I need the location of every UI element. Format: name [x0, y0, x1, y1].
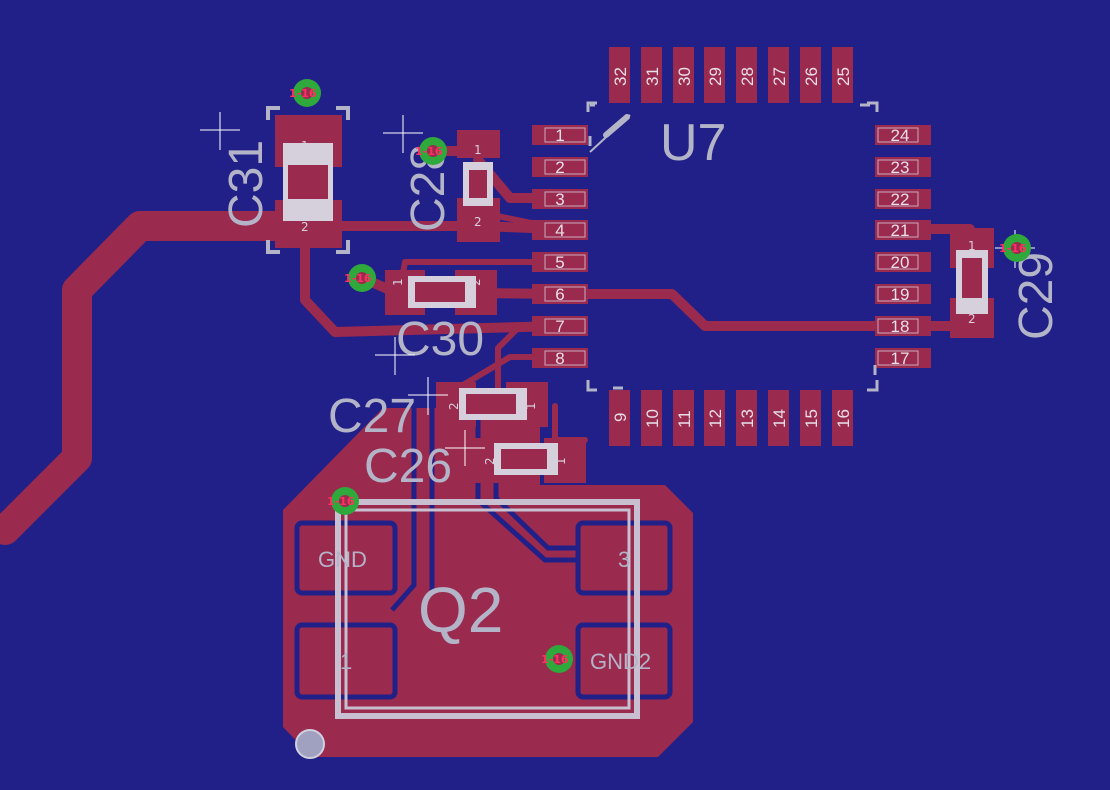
- c31-label: C31: [220, 140, 273, 228]
- via-4[interactable]: 1-16: [999, 234, 1031, 262]
- u7-pin-1: 1: [555, 126, 564, 145]
- c27-pad-1: 1: [524, 402, 538, 410]
- u7-pin-17: 17: [891, 349, 910, 368]
- via-1[interactable]: 1-16: [289, 79, 321, 107]
- u7-pin-labels: 1 2 3 4 5 6 7 8 24 23 22 21 20 19 18 17: [555, 126, 909, 368]
- q2-pad-gnd2: GND2: [590, 649, 651, 674]
- u7-pin-10: 10: [643, 409, 662, 428]
- via-5[interactable]: 1-16: [327, 487, 359, 515]
- u7-pin-24: 24: [891, 126, 910, 145]
- u7-pin-11: 11: [675, 410, 694, 428]
- q2-pad-gnd: GND: [318, 547, 367, 572]
- u7-label[interactable]: U7: [660, 114, 726, 172]
- u7-pin-26: 26: [802, 67, 821, 86]
- u7-pin-2: 2: [555, 158, 564, 177]
- u7-pin-25: 25: [834, 67, 853, 86]
- c31-component[interactable]: 1 2 C31: [200, 106, 350, 254]
- via-3[interactable]: 1-16: [344, 264, 376, 292]
- u7-pin-31: 31: [643, 67, 662, 86]
- q2-pad-3: 3: [618, 547, 630, 572]
- u7-pin-30: 30: [675, 67, 694, 86]
- u7-pin-9: 9: [611, 413, 630, 422]
- u7-pin-12: 12: [706, 409, 725, 428]
- u7-pin-19: 19: [891, 285, 910, 304]
- u7-pin-5: 5: [555, 253, 564, 272]
- via-6-label: 1-16: [541, 653, 569, 666]
- c26-component[interactable]: 2 1 C26: [364, 430, 586, 493]
- u7-pin-20: 20: [891, 253, 910, 272]
- c30-pad-2: 2: [469, 278, 483, 286]
- q2-component[interactable]: GND 1 3 GND2 Q2: [300, 499, 667, 719]
- c29-component[interactable]: 1 2 C29: [950, 228, 1063, 340]
- c26-label: C26: [364, 440, 452, 493]
- u7-pin-18: 18: [891, 317, 910, 336]
- c29-pad-2: 2: [968, 312, 976, 326]
- u7-pin-labels-vertical: 32 31 30 29 28 27 26 25 9 10 11 12 13 14…: [611, 67, 853, 428]
- u7-pin-22: 22: [891, 190, 910, 209]
- u7-pin-14: 14: [770, 409, 789, 428]
- c28-component[interactable]: 1 2 C28: [383, 115, 500, 242]
- via-5-label: 1-16: [327, 495, 355, 508]
- u7-pin-6: 6: [555, 285, 564, 304]
- u7-pin-15: 15: [802, 409, 821, 428]
- q2-label: Q2: [418, 574, 503, 646]
- c28-pad-2: 2: [474, 215, 482, 229]
- c26-pad-1: 1: [554, 457, 568, 465]
- u7-pin-4: 4: [555, 221, 564, 240]
- u7-pin-3: 3: [555, 190, 564, 209]
- u7-body[interactable]: [586, 101, 879, 392]
- u7-pin-28: 28: [738, 67, 757, 86]
- c29-label: C29: [1010, 252, 1063, 340]
- u7-pin-27: 27: [770, 67, 789, 86]
- u7-pads: [532, 47, 931, 446]
- via-2-label: 1-16: [415, 145, 443, 158]
- c27-label: C27: [328, 390, 416, 443]
- u7-pin-13: 13: [738, 409, 757, 428]
- vias[interactable]: 1-16 1-16 1-16 1-16 1-16 1-16: [289, 79, 1031, 673]
- mounting-hole[interactable]: [295, 729, 325, 759]
- u7-pad-outlines: [544, 127, 919, 366]
- u7-pin-8: 8: [555, 349, 564, 368]
- u7-pin-32: 32: [611, 67, 630, 86]
- via-6[interactable]: 1-16: [541, 645, 573, 673]
- via-1-label: 1-16: [289, 87, 317, 100]
- via-3-label: 1-16: [344, 272, 372, 285]
- c30-pad-1: 1: [391, 278, 405, 286]
- u7-pin-7: 7: [555, 317, 564, 336]
- c28-pad-1: 1: [474, 143, 482, 157]
- via-4-label: 1-16: [999, 242, 1027, 255]
- c31-pad-2: 2: [301, 220, 309, 234]
- c27-pad-2: 2: [447, 402, 461, 410]
- q2-pad-1: 1: [340, 649, 352, 674]
- c30-component[interactable]: 1 2 C30: [375, 270, 497, 375]
- c26-pad-2: 2: [483, 457, 497, 465]
- c29-pad-1: 1: [968, 239, 976, 253]
- c31-pad-1: 1: [301, 139, 309, 153]
- u7-pin-23: 23: [891, 158, 910, 177]
- u7-pin-29: 29: [706, 67, 725, 86]
- c27-component[interactable]: 2 1 C27: [328, 377, 548, 443]
- u7-pin-21: 21: [891, 221, 910, 240]
- via-2[interactable]: 1-16: [415, 137, 447, 165]
- u7-pin-16: 16: [834, 409, 853, 428]
- c30-label: C30: [396, 313, 484, 366]
